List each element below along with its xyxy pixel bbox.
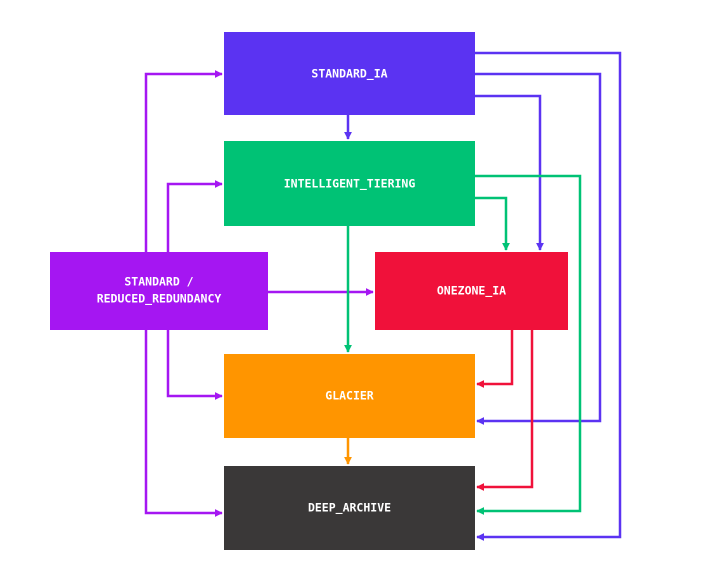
node-standard-ia: STANDARD_IA [224,32,475,115]
edge-onezone-ia-to-deep-archive [476,330,534,492]
edge-standard-to-glacier [166,330,223,401]
edge-intelligent-tiering-to-deep-archive [475,174,582,516]
node-glacier-label: GLACIER [325,389,374,403]
node-standard-box [50,252,268,330]
edge-standard-to-standard-ia [144,69,223,252]
node-onezone-ia-label: ONEZONE_IA [437,284,506,299]
edge-standard-ia-to-deep-archive [475,51,622,542]
node-intelligent-tiering-box [224,141,475,226]
node-glacier-box [224,354,475,438]
node-deep-archive-label: DEEP_ARCHIVE [308,501,391,516]
node-deep-archive-box [224,466,475,550]
node-standard-ia-box [224,32,475,115]
edge-standard-ia-to-onezone-ia [475,94,545,251]
edge-onezone-ia-to-glacier [476,330,514,389]
node-deep-archive: DEEP_ARCHIVE [224,466,475,550]
node-onezone-ia: ONEZONE_IA [375,252,568,330]
node-standard-ia-label: STANDARD_IA [311,67,387,82]
node-glacier: GLACIER [224,354,475,438]
node-standard-label-line2: REDUCED_REDUNDANCY [97,292,222,307]
node-standard-label-line1: STANDARD / [124,275,193,289]
node-onezone-ia-box [375,252,568,330]
edge-standard-to-intelligent-tiering [166,179,223,252]
edge-intelligent-tiering-to-onezone-ia [475,196,511,251]
edge-standard-to-deep-archive [144,330,223,518]
node-intelligent-tiering-label: INTELLIGENT_TIERING [284,177,416,192]
node-standard: STANDARD / REDUCED_REDUNDANCY [50,252,268,330]
edge-standard-ia-to-glacier [475,72,602,426]
node-intelligent-tiering: INTELLIGENT_TIERING [224,141,475,226]
